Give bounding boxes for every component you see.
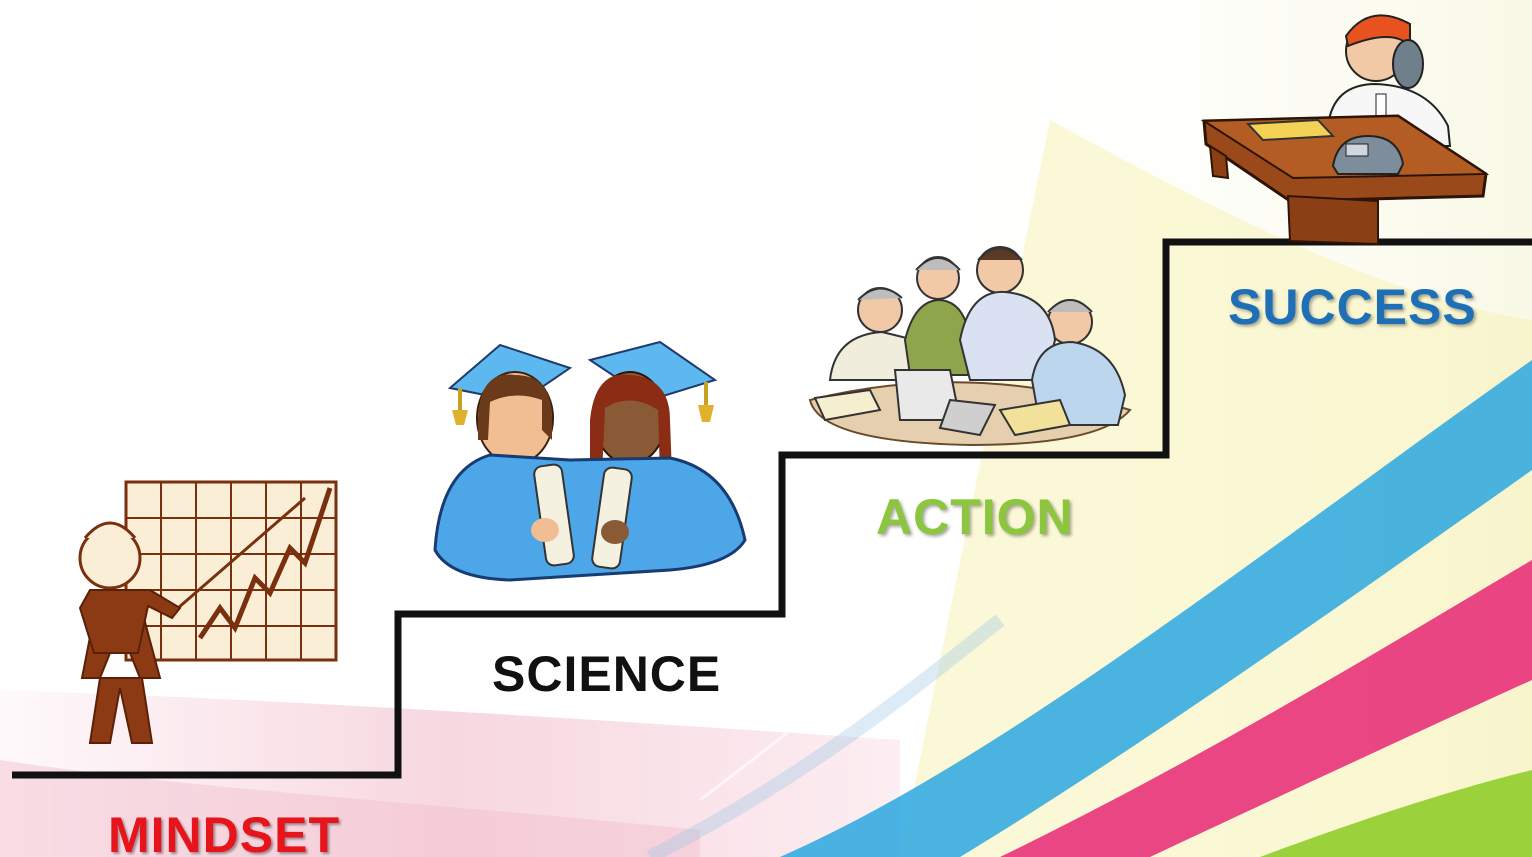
step-label-science: SCIENCE <box>492 646 722 702</box>
step-label-action: ACTION <box>876 489 1074 545</box>
step-label-success: SUCCESS <box>1228 279 1477 335</box>
presenter-chart-illustration <box>78 480 338 744</box>
executive-desk-illustration <box>1200 14 1490 246</box>
graduates-illustration <box>433 340 747 582</box>
step-label-mindset: MINDSET <box>108 807 340 857</box>
team-meeting-illustration <box>808 246 1132 447</box>
